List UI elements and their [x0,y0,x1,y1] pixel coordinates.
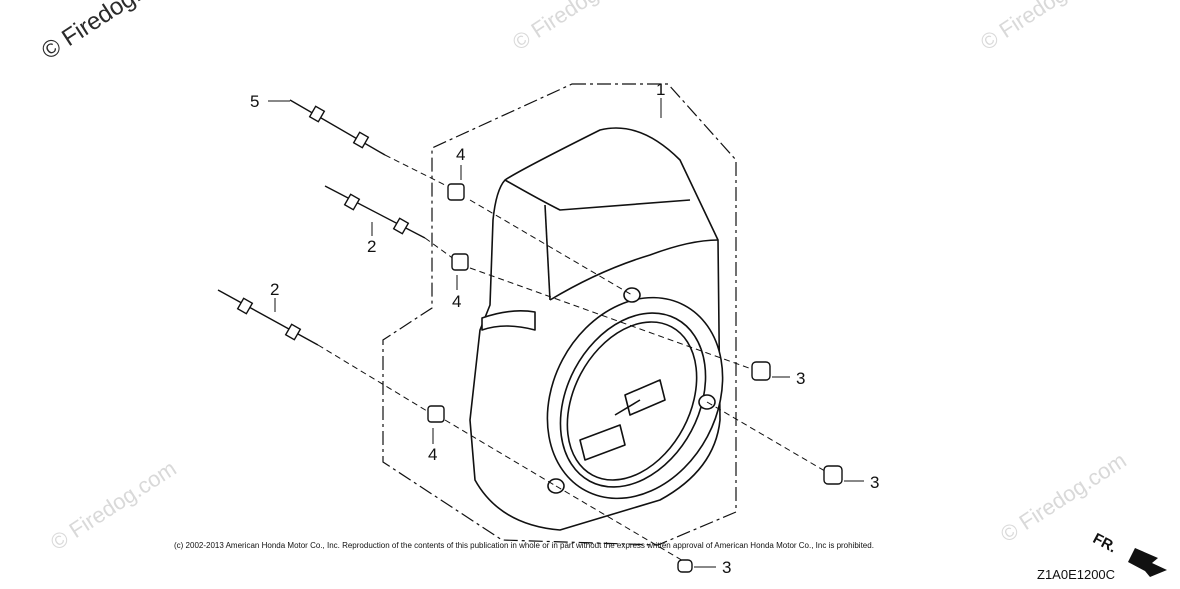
callout-4-middle: 4 [452,292,462,311]
stud-bolt-5 [289,99,386,156]
callout-leaders [268,98,864,568]
callout-3-upper: 3 [796,369,806,388]
collar-4 [427,183,469,423]
stud-bolt-2-lower [217,289,319,346]
callout-5: 5 [250,92,260,111]
stud-bolt-2-upper [324,185,426,239]
assembly-boundary [382,83,737,546]
callout-2-lower: 2 [270,280,280,299]
callout-3-lower: 3 [722,558,732,577]
front-arrow-icon [1128,548,1167,577]
diagram-part-code: Z1A0E1200C [1037,567,1116,582]
centerlines [317,154,831,566]
copyright-notice: (c) 2002-2013 American Honda Motor Co., … [174,541,874,550]
callout-1: 1 [656,80,666,99]
fan-cover [469,127,724,531]
callout-4-upper: 4 [456,145,466,164]
callout-3-middle: 3 [870,473,880,492]
callout-4-lower: 4 [428,445,438,464]
callout-2-upper: 2 [367,237,377,256]
flange-nut-3 [677,361,843,573]
